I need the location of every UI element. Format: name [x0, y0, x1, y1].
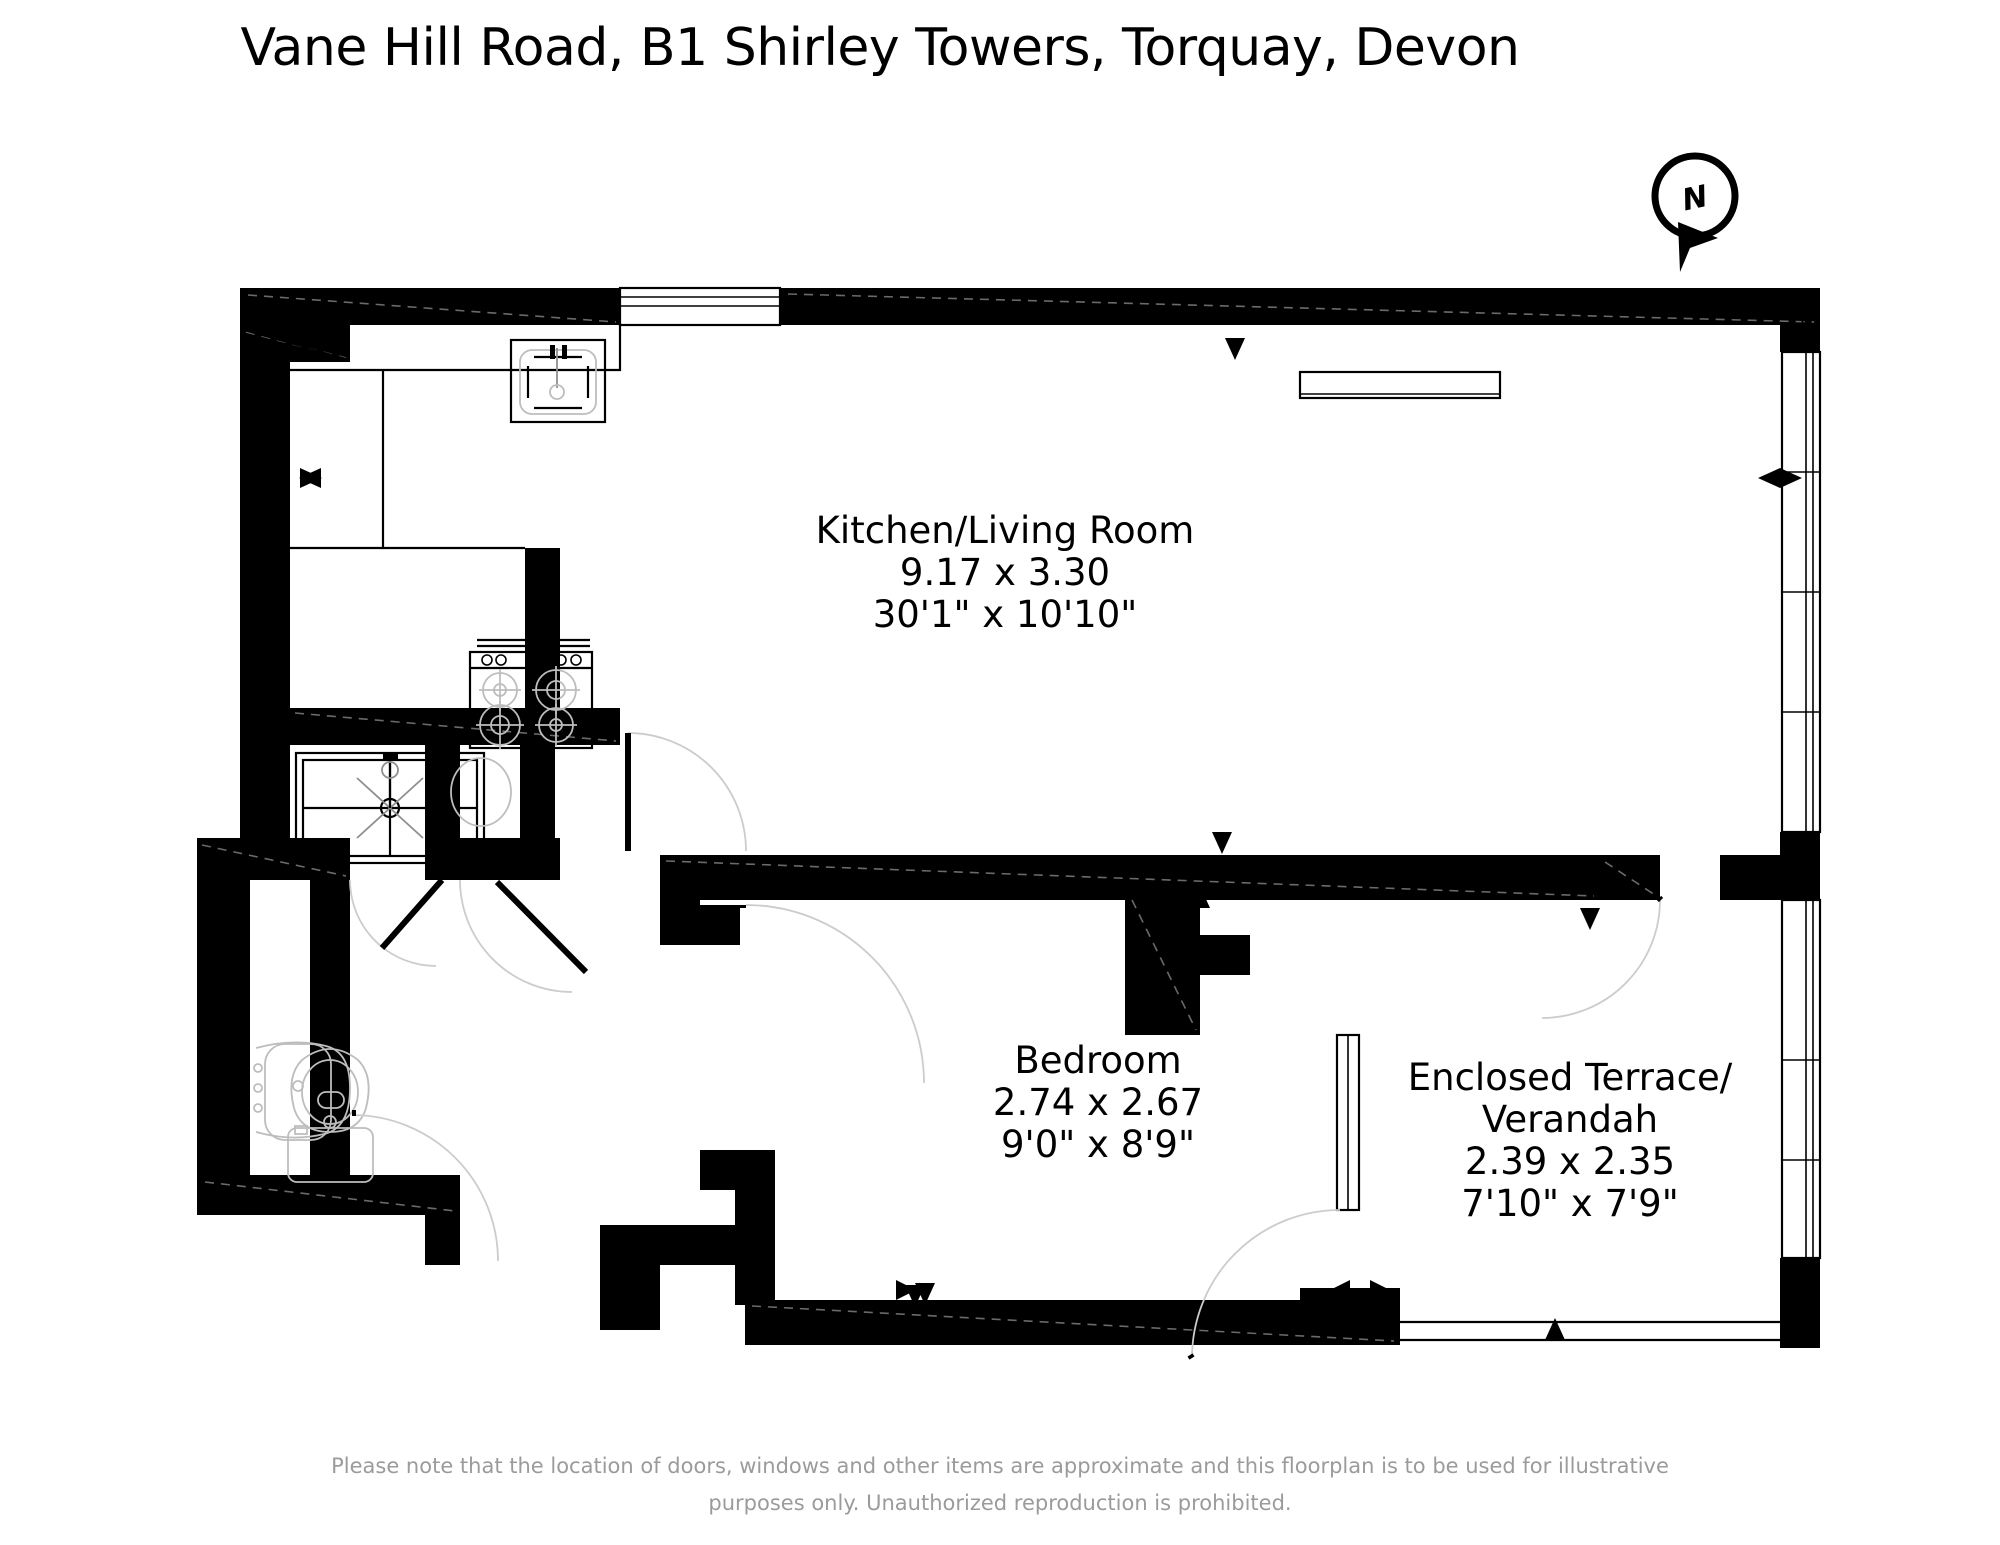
window-terrace-partition: [1335, 1033, 1361, 1212]
room-label-kitchen-living-room: Kitchen/Living Room 9.17 x 3.30 30'1" x …: [816, 509, 1195, 636]
disclaimer-note: Please note that the location of doors, …: [0, 1448, 2000, 1522]
disclaimer-line-1: Please note that the location of doors, …: [331, 1454, 1669, 1478]
door-hall-bedroom: [740, 904, 925, 1084]
wall-hatching: [201, 293, 1815, 1342]
door-terrace-right: [1541, 895, 1664, 1019]
kitchen-sink-icon: [509, 338, 607, 424]
room-imperial-terrace: 7'10" x 7'9": [1461, 1182, 1679, 1225]
room-name-terrace-line1: Enclosed Terrace/: [1408, 1056, 1733, 1099]
compass-north-label: N: [1679, 179, 1711, 218]
page-title: Vane Hill Road, B1 Shirley Towers, Torqu…: [240, 18, 1520, 78]
wall-corner-fills: [242, 291, 1819, 360]
shower-tray-icon: [294, 751, 486, 865]
door-bedroom-terrace: [1187, 1209, 1341, 1360]
room-label-bedroom: Bedroom 2.74 x 2.67 9'0" x 8'9": [993, 1039, 1203, 1166]
room-label-enclosed-terrace: Enclosed Terrace/ Verandah 2.39 x 2.35 7…: [1408, 1056, 1733, 1225]
door-hall-third: [351, 1110, 499, 1262]
north-compass-icon: N: [1651, 152, 1739, 272]
room-imperial-bedroom: 9'0" x 8'9": [1001, 1123, 1195, 1166]
door-hall-second: [459, 879, 589, 993]
window-kitchen-north-east: [1298, 370, 1502, 400]
window-kitchen-north: [618, 286, 782, 327]
hall-appliance-icon: [450, 757, 512, 827]
kitchen-hob-icon: [468, 638, 594, 750]
doors: [349, 732, 1664, 1360]
kitchen-counter: [290, 325, 622, 550]
door-bathroom: [349, 878, 445, 967]
door-kitchen-hall: [625, 732, 747, 852]
room-name-terrace-line2: Verandah: [1482, 1098, 1658, 1141]
room-metric-terrace: 2.39 x 2.35: [1465, 1140, 1675, 1183]
window-east-stack: [1780, 350, 1822, 834]
room-name-kitchen: Kitchen/Living Room: [816, 509, 1195, 552]
orientation-arrows: [299, 338, 1802, 1340]
wc-toilet-icon: [287, 1048, 374, 1183]
room-metric-kitchen: 9.17 x 3.30: [900, 551, 1110, 594]
window-east-terrace: [1780, 898, 1822, 1260]
room-metric-bedroom: 2.74 x 2.67: [993, 1081, 1203, 1124]
windows: [618, 286, 1822, 1260]
disclaimer-line-2: purposes only. Unauthorized reproduction…: [708, 1491, 1292, 1515]
room-name-bedroom: Bedroom: [1014, 1039, 1181, 1082]
orientation-arrows-side: [300, 468, 1800, 1300]
room-imperial-kitchen: 30'1" x 10'10": [873, 593, 1138, 636]
